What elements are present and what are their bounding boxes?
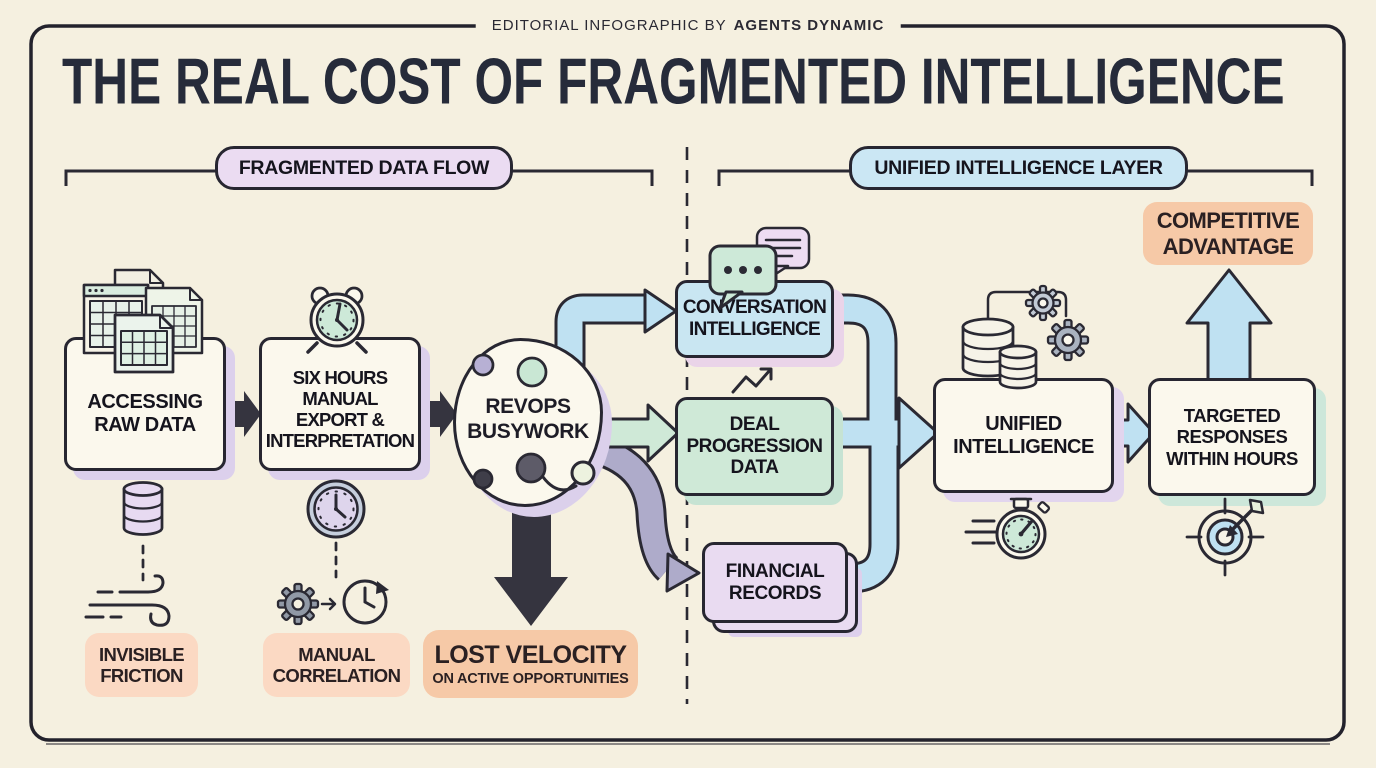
database-gears-icon <box>961 284 1090 390</box>
node-line: SIX HOURS <box>292 366 388 388</box>
node-deal-progression-data: DEAL PROGRESSION DATA <box>675 397 834 496</box>
node-line: ACCESSING <box>87 391 203 414</box>
label-manual-correlation: MANUAL CORRELATION <box>263 633 410 697</box>
arrow-targeted-to-competitive <box>1185 268 1273 384</box>
node-line: INTELLIGENCE <box>953 435 1094 458</box>
byline: EDITORIAL INFOGRAPHIC BY AGENTS DYNAMIC <box>475 17 901 34</box>
node-six-hours-manual: SIX HOURS MANUAL EXPORT & INTERPRETATION <box>259 337 421 471</box>
pipes-merge-to-unified <box>822 293 940 594</box>
node-line: INTERPRETATION <box>265 430 415 452</box>
node-line: FRICTION <box>100 665 183 686</box>
trend-up-icon <box>731 367 773 394</box>
frame-border <box>29 24 1346 742</box>
pipe-revops-to-conversation <box>554 288 678 378</box>
target-arrow-icon <box>1185 497 1265 577</box>
database-cylinder-icon <box>122 481 164 536</box>
node-line: UNIFIED <box>985 412 1062 435</box>
arrow-revops-to-lostvelocity <box>494 490 568 626</box>
label-competitive-advantage: COMPETITIVE ADVANTAGE <box>1143 202 1313 265</box>
node-line: ADVANTAGE <box>1162 233 1294 259</box>
node-revops-busywork: REVOPS BUSYWORK <box>453 338 603 507</box>
node-line: RESPONSES <box>1176 426 1288 448</box>
node-line: COMPETITIVE <box>1156 208 1300 234</box>
node-line: CORRELATION <box>272 665 401 686</box>
label-lost-velocity: LOST VELOCITY ON ACTIVE OPPORTUNITIES <box>423 630 638 698</box>
node-unified-intelligence: UNIFIED INTELLIGENCE <box>933 378 1114 493</box>
node-accessing-raw-data: ACCESSING RAW DATA <box>64 337 226 471</box>
lost-velocity-title: LOST VELOCITY <box>434 640 627 669</box>
node-conversation-intelligence: CONVERSATION INTELLIGENCE <box>675 280 834 358</box>
label-invisible-friction: INVISIBLE FRICTION <box>85 633 198 697</box>
node-line: TARGETED <box>1183 405 1281 427</box>
node-line: MANUAL <box>302 387 378 409</box>
node-line: INTELLIGENCE <box>689 319 821 340</box>
gear-large <box>1046 318 1090 362</box>
page-title: THE REAL COST OF FRAGMENTED INTELLIGENCE <box>62 45 1285 119</box>
arrow-sixhours-to-revops <box>424 391 457 437</box>
section-label-unified: UNIFIED INTELLIGENCE LAYER <box>849 146 1188 190</box>
node-financial-records: FINANCIAL RECORDS <box>702 542 848 623</box>
node-line: FINANCIAL <box>725 560 825 582</box>
node-line: DEAL <box>729 414 780 436</box>
node-line: DATA <box>730 457 779 479</box>
node-line: PROGRESSION <box>686 435 823 457</box>
speed-stopwatch-icon <box>964 497 1051 560</box>
wall-clock-icon <box>306 479 366 539</box>
node-line: CONVERSATION <box>682 297 827 319</box>
section-label-fragmented: FRAGMENTED DATA FLOW <box>215 146 513 190</box>
node-line: RAW DATA <box>94 414 196 436</box>
byline-prefix: EDITORIAL INFOGRAPHIC BY <box>491 17 727 34</box>
byline-brand: AGENTS DYNAMIC <box>733 17 885 34</box>
gear-to-clock-icon <box>276 579 389 626</box>
node-line: MANUAL <box>298 643 375 665</box>
node-line: REVOPS <box>485 395 571 419</box>
gear-small <box>1024 284 1062 322</box>
node-line: EXPORT & <box>295 409 385 430</box>
node-targeted-responses: TARGETED RESPONSES WITHIN HOURS <box>1148 378 1316 496</box>
node-line: RECORDS <box>728 582 822 604</box>
wind-friction-icon <box>84 574 171 627</box>
lost-velocity-subtitle: ON ACTIVE OPPORTUNITIES <box>432 670 629 687</box>
arrow-revops-to-deal <box>594 403 680 463</box>
node-line: INVISIBLE <box>98 643 185 665</box>
node-line: WITHIN HOURS <box>1166 447 1298 469</box>
arrow-accessing-to-sixhours <box>228 391 261 437</box>
node-line: BUSYWORK <box>467 419 589 443</box>
